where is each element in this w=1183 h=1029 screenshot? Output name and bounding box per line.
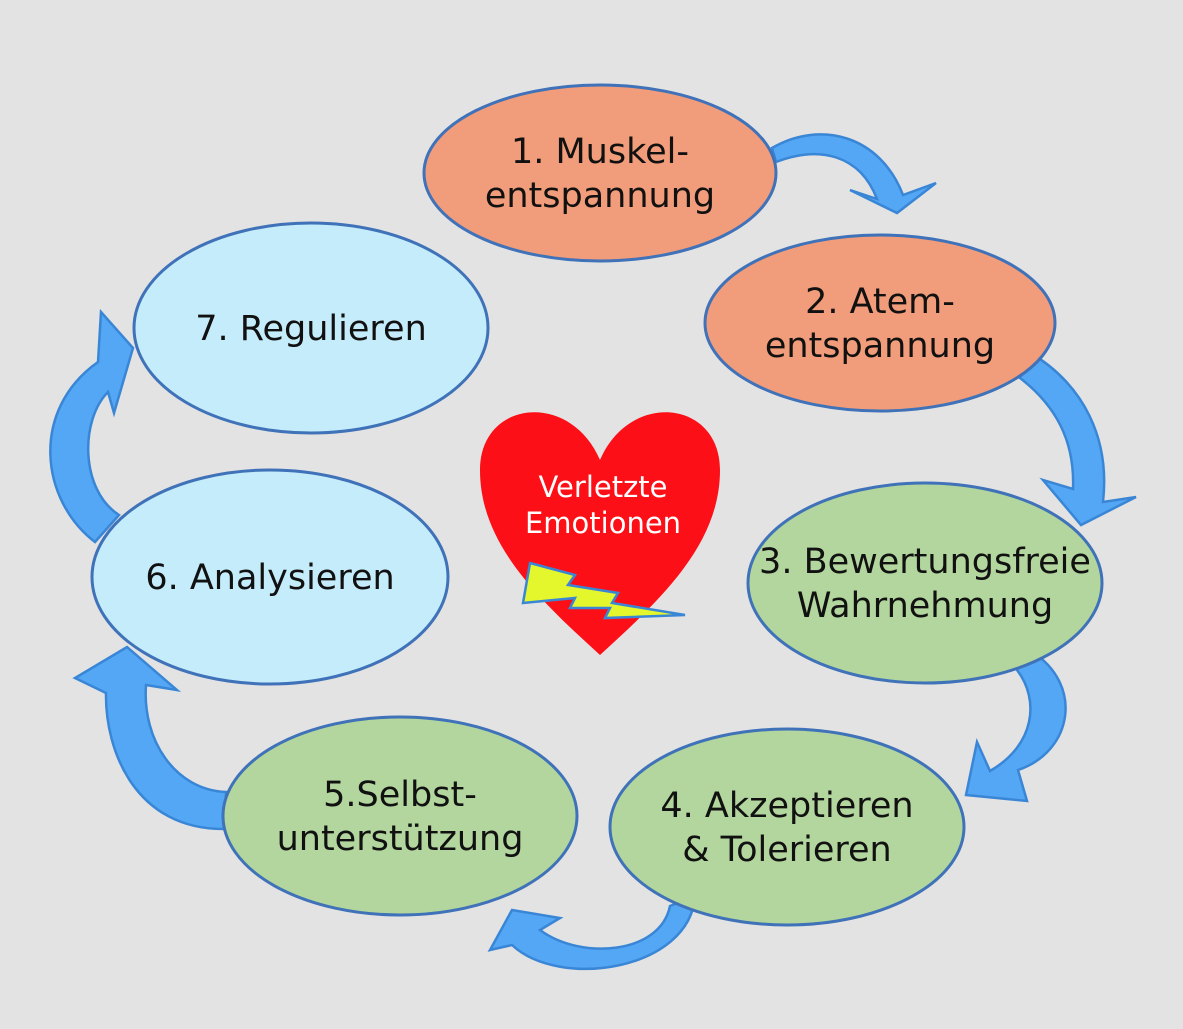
lightning-bolt-icon xyxy=(521,561,686,620)
arrow-2-to-3-icon xyxy=(1018,350,1137,527)
center-label: Emotionen xyxy=(525,506,681,540)
step-label: 1. Muskel- xyxy=(511,132,689,172)
arrow-3-to-4-icon xyxy=(964,649,1067,803)
step-6-analysieren: 6. Analysieren xyxy=(90,468,450,686)
step-label: 6. Analysieren xyxy=(145,558,394,598)
step-label: 7. Regulieren xyxy=(195,309,427,349)
step-label: unterstützung xyxy=(277,819,524,859)
step-label: 4. Akzeptieren xyxy=(660,786,913,826)
step-2-atementspannung: 2. Atem-entspannung xyxy=(703,233,1057,413)
center-label: Verletzte xyxy=(538,470,667,504)
step-label: 2. Atem- xyxy=(805,282,955,322)
step-4-akzeptieren-tolerieren: 4. Akzeptieren& Tolerieren xyxy=(608,727,966,927)
step-label: entspannung xyxy=(485,176,715,216)
step-ellipse xyxy=(703,233,1057,413)
step-1-muskelentspannung: 1. Muskel-entspannung xyxy=(422,83,778,263)
step-ellipse xyxy=(422,83,778,263)
step-label: 3. Bewertungsfreie xyxy=(759,542,1091,582)
arrow-6-to-7-icon xyxy=(49,308,135,544)
arrow-5-to-6-icon xyxy=(72,645,228,831)
step-7-regulieren: 7. Regulieren xyxy=(132,221,490,435)
step-ellipse xyxy=(746,481,1104,685)
step-5-selbstunterstuetzung: 5.Selbst-unterstützung xyxy=(221,715,579,917)
step-label: entspannung xyxy=(765,326,995,366)
arrows-layer xyxy=(49,133,1137,971)
step-label: 5.Selbst- xyxy=(323,775,477,815)
step-ellipse xyxy=(608,727,966,927)
step-label: & Tolerieren xyxy=(682,830,892,870)
step-ellipse xyxy=(221,715,579,917)
arrow-4-to-5-icon xyxy=(487,894,697,971)
step-ellipse xyxy=(90,468,450,686)
step-label: Wahrnehmung xyxy=(797,586,1053,626)
arrow-1-to-2-icon xyxy=(770,133,937,215)
step-ellipse xyxy=(132,221,490,435)
